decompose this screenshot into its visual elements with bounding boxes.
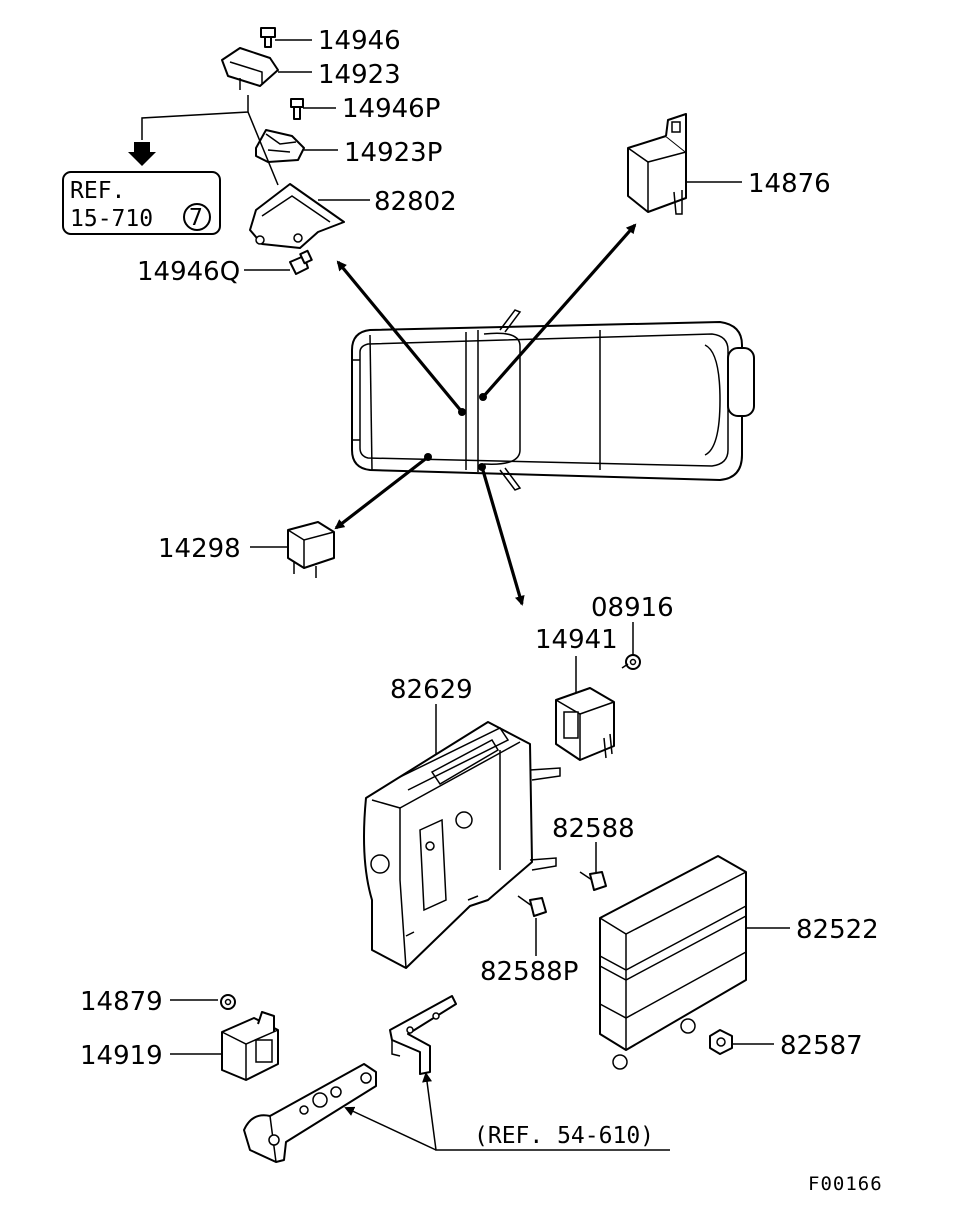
ref-54-610: (REF. 54-610) (474, 1123, 654, 1149)
label-82802: 82802 (374, 187, 457, 217)
label-14941: 14941 (535, 625, 618, 655)
bracket-82629-icon (363, 721, 561, 969)
label-82588P: 82588P (480, 957, 578, 987)
location-arrows (334, 223, 637, 606)
mount-bracket-lower-left-icon (243, 1063, 377, 1163)
label-14876: 14876 (748, 169, 831, 199)
label-14298: 14298 (158, 534, 241, 564)
label-82587: 82587 (780, 1031, 863, 1061)
label-14879: 14879 (80, 987, 163, 1017)
label-14946Q: 14946Q (137, 257, 240, 287)
mount-bracket-upper-icon (389, 995, 457, 1075)
label-08916: 08916 (591, 593, 674, 623)
ecu-82522-icon (599, 855, 747, 1070)
sensor-14923-icon (221, 47, 279, 90)
bracket-82802-icon (249, 183, 345, 249)
label-14919: 14919 (80, 1041, 163, 1071)
ref-line2: 15-710 (70, 206, 153, 232)
ref-arrow-icon (128, 142, 156, 166)
label-14923: 14923 (318, 60, 401, 90)
label-82629: 82629 (390, 675, 473, 705)
bolt-82588-icon (579, 871, 607, 891)
relay-14941-icon (555, 687, 615, 761)
bolt-14946P-icon (290, 98, 304, 120)
label-82522: 82522 (796, 915, 879, 945)
sensor-14923P-icon (255, 129, 305, 163)
ref-line1: REF. (70, 178, 125, 204)
bolt-14946Q-icon (289, 249, 313, 275)
figure-code: F00166 (808, 1173, 883, 1195)
relay-14919-icon (221, 1011, 279, 1081)
ref-box-15-710: REF. 15-710 7 (62, 171, 221, 235)
nut-08916-icon (621, 654, 641, 670)
ref-circle-number: 7 (189, 205, 203, 231)
label-14946: 14946 (318, 26, 401, 56)
relay-14876-icon (627, 113, 687, 215)
bolt-82588P-icon (517, 895, 547, 917)
bolt-14946-icon (260, 27, 276, 48)
relay-14298-icon (287, 521, 335, 578)
label-82588: 82588 (552, 814, 635, 844)
label-14923P: 14923P (344, 138, 442, 168)
vehicle-top-view (351, 309, 755, 491)
nut-82587-icon (709, 1029, 733, 1055)
label-14946P: 14946P (342, 94, 440, 124)
nut-14879-icon (220, 994, 236, 1010)
